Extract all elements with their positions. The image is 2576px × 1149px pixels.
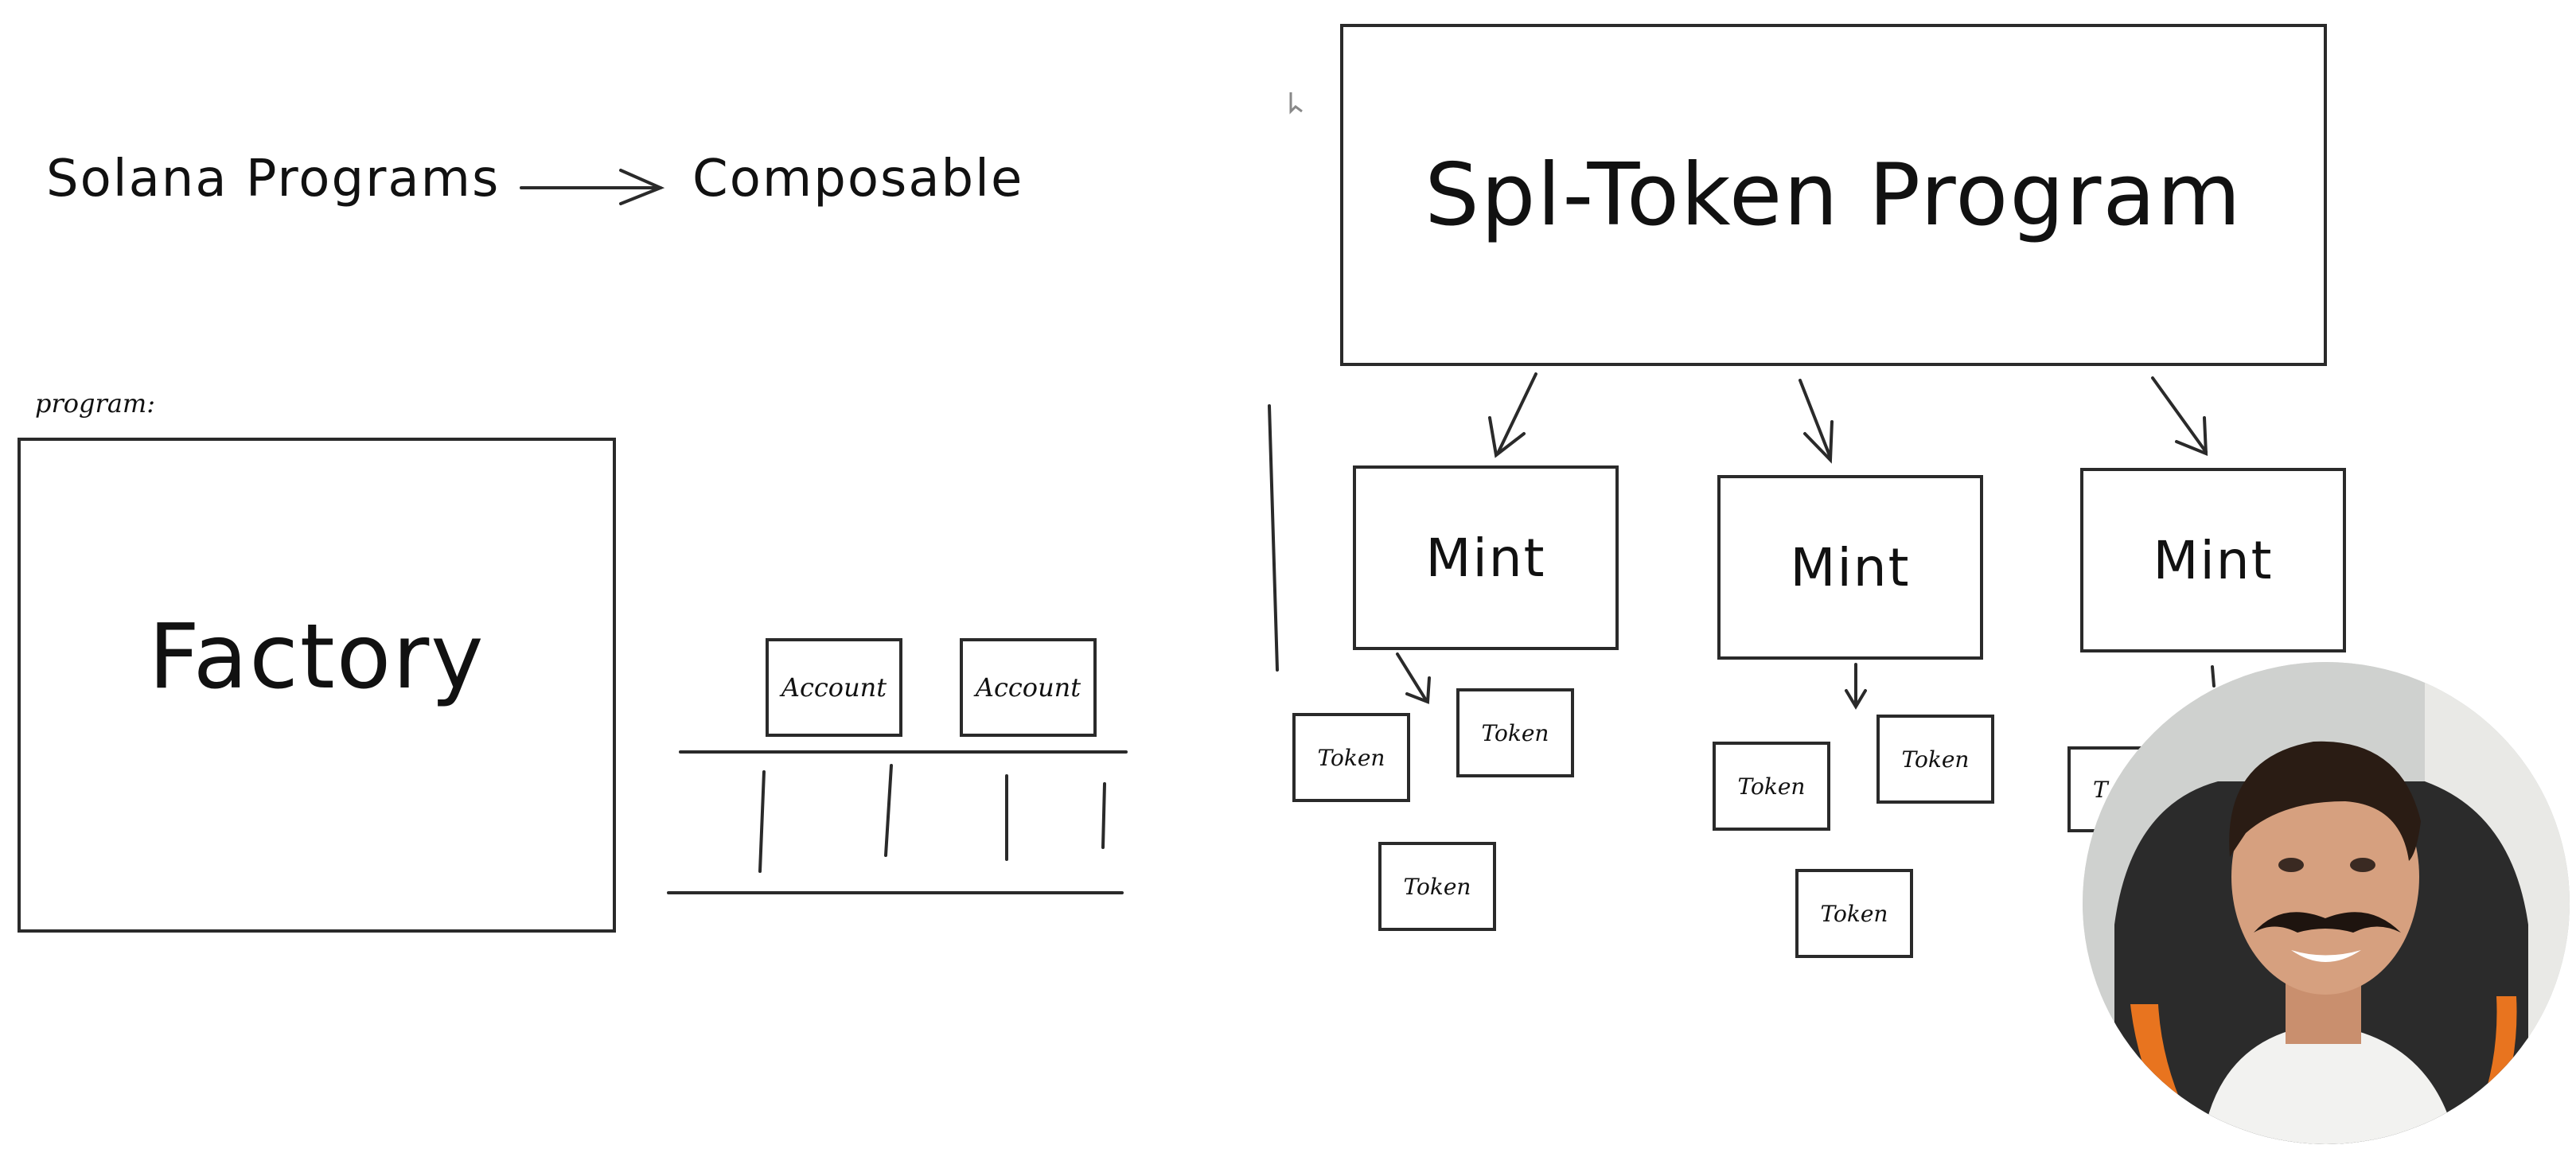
token-label-1-3: Token: [1403, 873, 1471, 900]
mint-box-1: Mint: [1353, 465, 1619, 650]
account-label-1: Account: [781, 672, 887, 703]
token-label-2-1: Token: [1737, 773, 1806, 800]
arrowhead-program-mint-3: [2175, 416, 2208, 457]
presenter-webcam-icon: [2083, 662, 2570, 1144]
token-box-1-1: Token: [1292, 713, 1410, 802]
token-box-1-2: Token: [1456, 688, 1574, 777]
token-box-1-3: Token: [1378, 842, 1496, 931]
section-divider: [1268, 404, 1279, 672]
token-label-1-1: Token: [1317, 744, 1385, 771]
mint-box-2: Mint: [1717, 475, 1983, 660]
arrowhead-program-mint-1: [1488, 416, 1526, 458]
mint-label-3: Mint: [2153, 529, 2274, 591]
table-tick-4: [1101, 782, 1106, 849]
spl-token-program-label: Spl-Token Program: [1424, 145, 2243, 245]
mint-label-1: Mint: [1425, 527, 1546, 589]
token-label-1-2: Token: [1481, 719, 1549, 746]
table-tick-1: [758, 770, 766, 873]
arrow-mint1-tokens: [1396, 652, 1428, 702]
mint-box-3: Mint: [2080, 468, 2346, 652]
token-label-3-1: T: [2093, 776, 2108, 803]
arrowhead-mint2-tokens: [1845, 689, 1867, 710]
token-label-2-3: Token: [1820, 900, 1888, 927]
table-tick-2: [884, 764, 893, 857]
presenter-webcam: [2083, 662, 2570, 1144]
arrow-program-mint-1: [1496, 372, 1537, 455]
arrow-mint3-tokens: [2211, 665, 2216, 687]
mint-label-2: Mint: [1790, 536, 1911, 598]
account-box-2: Account: [960, 638, 1097, 737]
arrow-program-mint-3: [2151, 376, 2208, 454]
factory-label: Factory: [148, 606, 485, 709]
token-box-2-2: Token: [1876, 715, 1994, 804]
arrowhead-program-mint-2: [1803, 420, 1834, 464]
token-box-2-3: Token: [1795, 869, 1913, 958]
cursor-icon: [1289, 92, 1303, 115]
arrow-program-mint-2: [1799, 379, 1832, 459]
account-box-1: Account: [766, 638, 902, 737]
spl-token-program-box: Spl-Token Program: [1340, 24, 2327, 366]
header-composable: Composable: [692, 150, 1024, 208]
composable-arrowhead: [619, 169, 665, 205]
token-box-2-1: Token: [1713, 742, 1830, 831]
factory-box: Factory: [18, 438, 616, 933]
token-label-2-2: Token: [1901, 746, 1970, 773]
header-solana-programs: Solana Programs: [46, 150, 501, 208]
account-label-2: Account: [975, 672, 1081, 703]
program-caption: program:: [35, 388, 156, 419]
arrowhead-mint1-tokens: [1405, 676, 1431, 704]
